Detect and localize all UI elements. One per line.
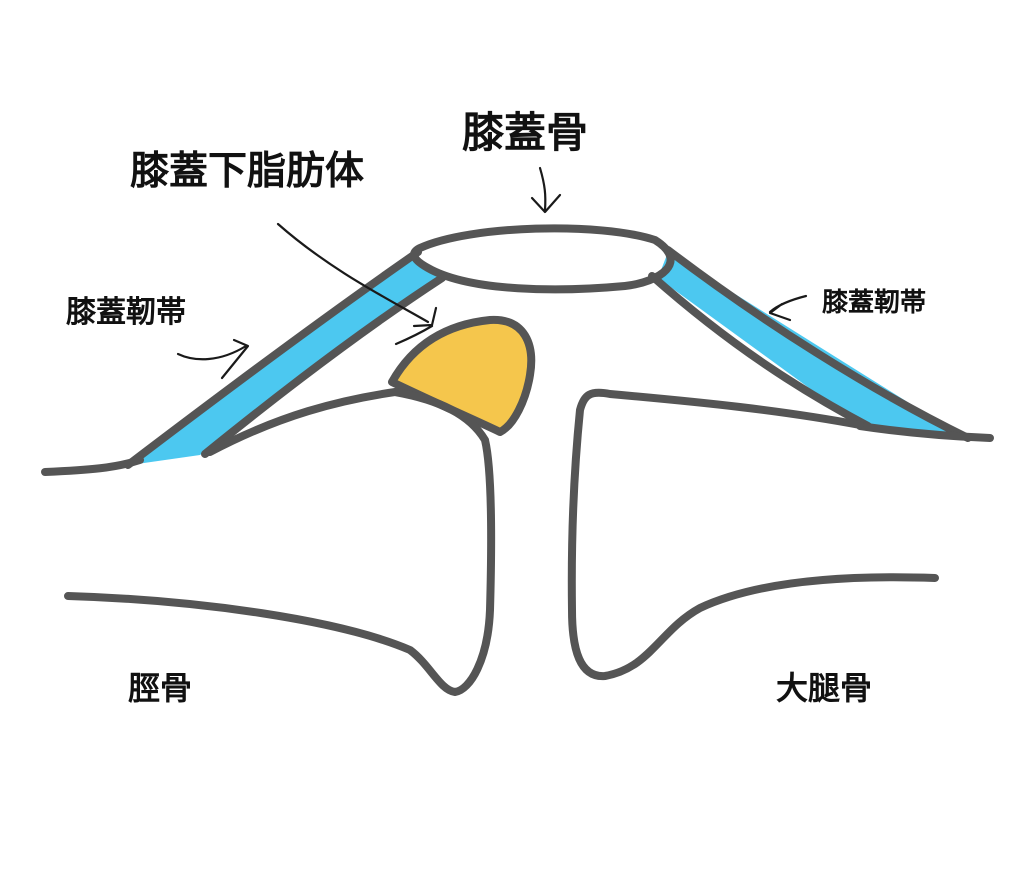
patellar-ligament-right-label: 膝蓋靭帯 bbox=[822, 288, 927, 318]
infrapatellar-fat-pad-label: 膝蓋下脂肪体 bbox=[130, 149, 365, 194]
femur-label: 大腿骨 bbox=[776, 669, 873, 707]
tibia-outline bbox=[64, 388, 496, 696]
patella-pointer bbox=[530, 166, 562, 214]
patellar-ligament-left-label: 膝蓋靭帯 bbox=[66, 295, 186, 330]
fat-pad-pointer bbox=[276, 222, 438, 346]
tibia-label: 脛骨 bbox=[128, 669, 193, 707]
patella-label: 膝蓋骨 bbox=[462, 108, 589, 157]
surface-line-left bbox=[41, 456, 144, 476]
patellar-ligament-right-inner-edge bbox=[648, 272, 872, 430]
patella-shape bbox=[410, 224, 675, 294]
femur-outline bbox=[567, 388, 939, 681]
patellar-ligament-left-outer-edge bbox=[124, 248, 422, 469]
ligament-left-pointer bbox=[176, 338, 250, 380]
patellar-ligament-right-outer-edge bbox=[664, 246, 972, 442]
surface-line-right bbox=[856, 422, 994, 442]
patellar-ligament-left-inner-edge bbox=[201, 274, 446, 458]
patellar-ligament-left bbox=[130, 258, 440, 465]
ligament-right-pointer bbox=[768, 294, 808, 322]
